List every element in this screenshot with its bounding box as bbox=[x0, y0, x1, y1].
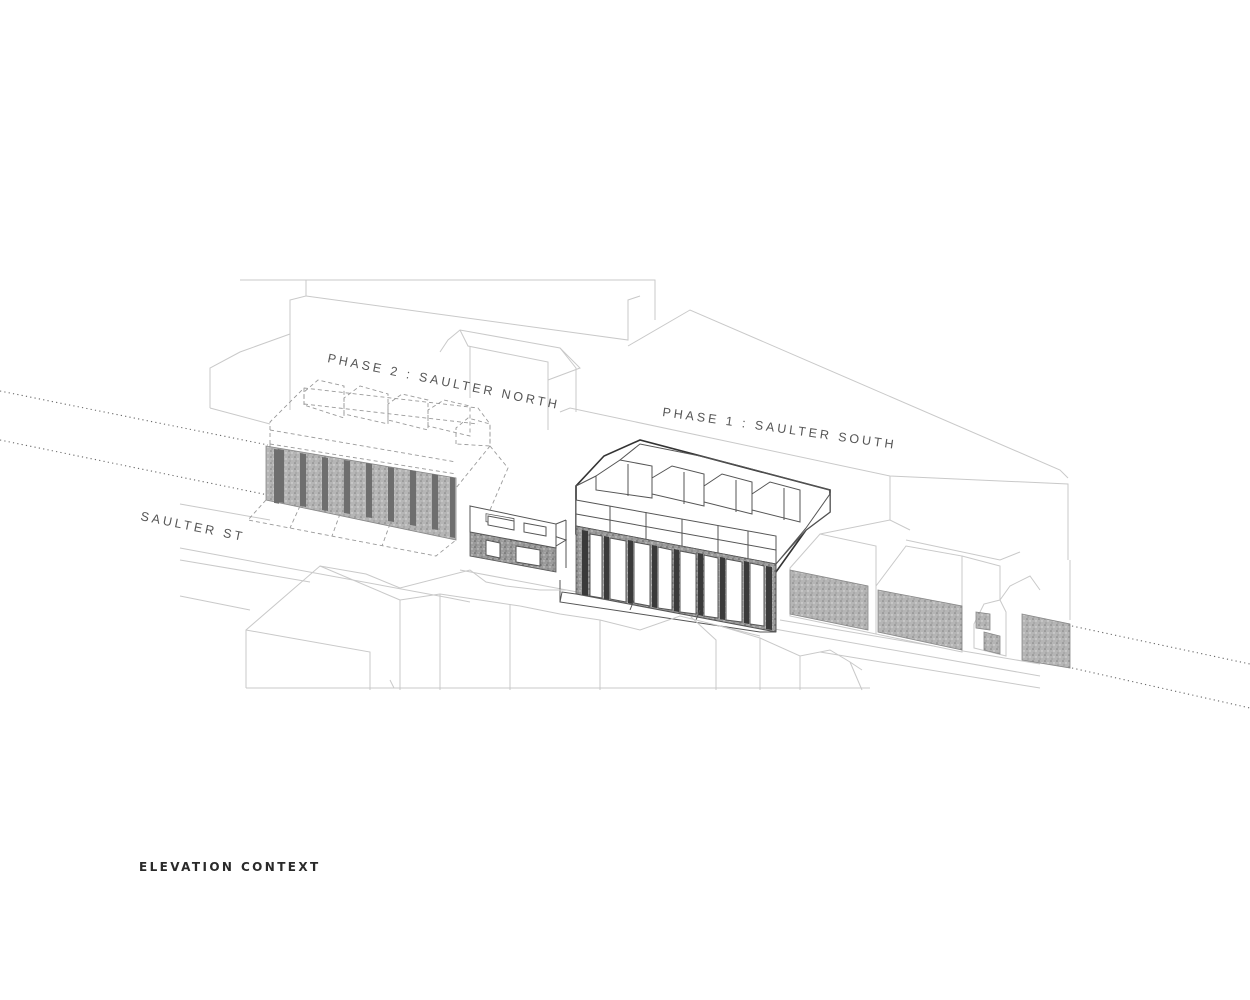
phase1-building bbox=[559, 439, 831, 633]
phase2-label: PHASE 2 : SAULTER NORTH bbox=[326, 351, 561, 412]
alignment-lines bbox=[0, 390, 1250, 709]
middle-rowhouse bbox=[469, 505, 568, 573]
street-label: SAULTER ST bbox=[139, 509, 246, 544]
phase2-building bbox=[247, 379, 509, 557]
phase2-piers bbox=[274, 448, 279, 504]
drawing-caption: ELEVATION CONTEXT bbox=[139, 860, 321, 874]
context-buildings-right bbox=[789, 519, 1071, 669]
context-buildings-rear bbox=[209, 279, 1069, 540]
street-context-lines bbox=[179, 503, 1069, 689]
context-buildings-foreground bbox=[245, 565, 870, 691]
phase1-label: PHASE 1 : SAULTER SOUTH bbox=[662, 405, 898, 452]
